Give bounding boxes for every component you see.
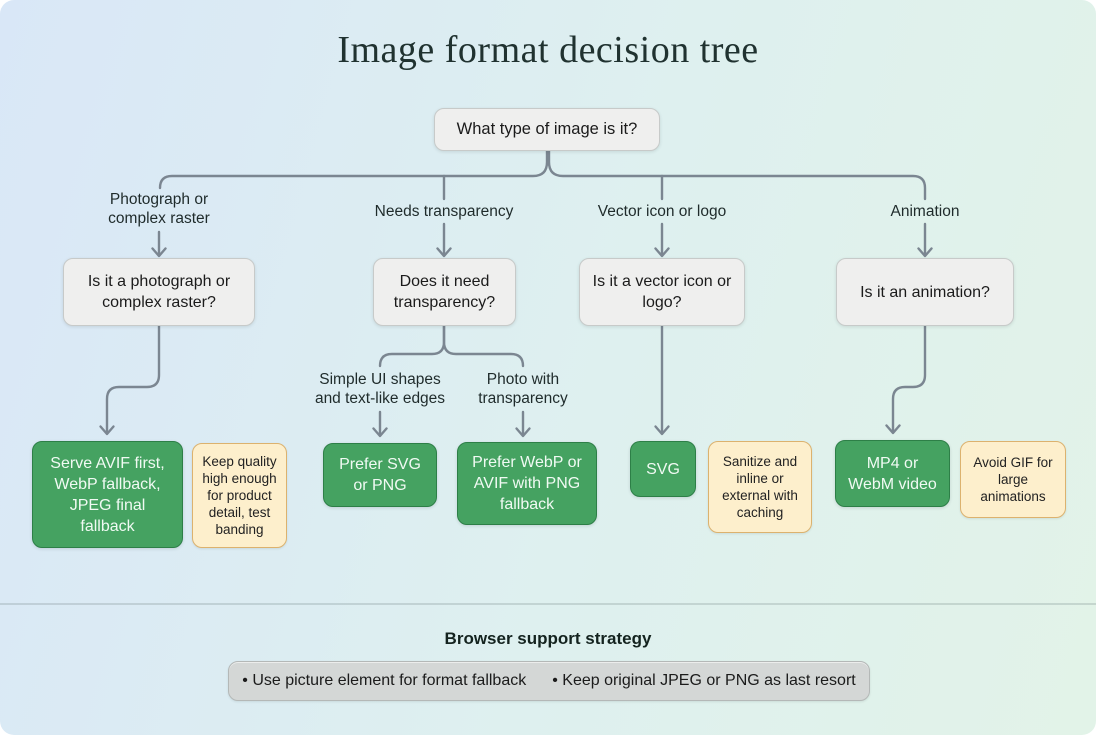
page-title: Image format decision tree (337, 29, 759, 71)
arrowhead-photograph (151, 247, 167, 258)
edge-label-animation: Animation (890, 203, 960, 220)
strategy-item: • Use picture element for format fallbac… (242, 672, 527, 689)
question-animation: Is it an animation? (836, 258, 1014, 326)
edge-transparency-split-right (442, 324, 525, 368)
result-photo-transparency: Prefer WebP or AVIF with PNG fallback (457, 442, 597, 525)
edge-label-vector: Vector icon or logo (597, 203, 727, 220)
edge-label-photograph: Photograph or complex raster (108, 191, 210, 227)
note-vector: Sanitize and inline or external with cac… (708, 441, 812, 533)
footer-heading: Browser support strategy (444, 629, 652, 648)
section-divider (0, 603, 1096, 605)
arrowhead-simple-shapes (372, 427, 388, 438)
arrowhead-photo-transparency (515, 427, 531, 438)
edge-animation-result (891, 324, 927, 434)
arrowhead-photograph-result (99, 425, 115, 436)
arrowhead-vector-result (654, 425, 670, 436)
edge-root-rail-right (547, 149, 927, 201)
edge-root-rail-left (158, 149, 549, 190)
arrowhead-animation-result (885, 424, 901, 435)
arrowhead-transparency (436, 247, 452, 258)
note-photograph: Keep quality high enough for product det… (192, 443, 287, 548)
result-animation: MP4 or WebM video (835, 440, 950, 507)
arrowhead-vector (654, 247, 670, 258)
result-photograph: Serve AVIF first, WebP fallback, JPEG fi… (32, 441, 183, 548)
result-simple-shapes: Prefer SVG or PNG (323, 443, 437, 507)
strategy-item: • Keep original JPEG or PNG as last reso… (552, 672, 856, 689)
edge-label-simple-shapes: Simple UI shapes and text-like edges (314, 371, 446, 407)
question-photograph: Is it a photograph or complex raster? (63, 258, 255, 326)
node-root: What type of image is it? (434, 108, 660, 151)
arrowhead-animation (917, 247, 933, 258)
edge-photograph-result (105, 324, 161, 435)
result-vector: SVG (630, 441, 696, 497)
question-vector: Is it a vector icon or logo? (579, 258, 745, 326)
footer-strategy-bar: • Use picture element for format fallbac… (228, 661, 870, 701)
question-transparency: Does it need transparency? (373, 258, 516, 326)
edge-transparency-split-left (378, 324, 446, 368)
edge-label-photo-transparency: Photo with transparency (478, 371, 568, 407)
edge-label-transparency: Needs transparency (374, 203, 514, 220)
note-animation: Avoid GIF for large animations (960, 441, 1066, 518)
